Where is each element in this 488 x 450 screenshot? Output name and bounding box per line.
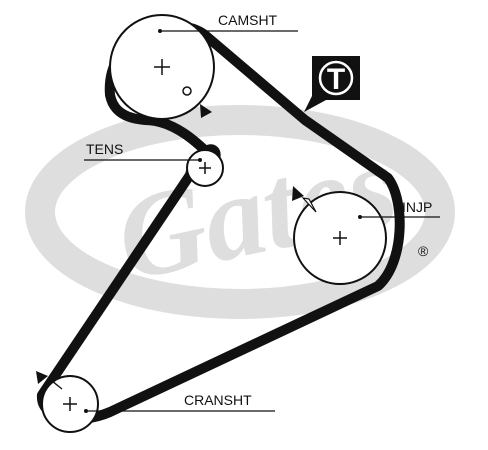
injection-pump-label: INJP	[402, 199, 432, 215]
tensioner-badge: T	[304, 56, 360, 112]
center-cross-icon	[333, 231, 347, 245]
tensioner-label: TENS	[86, 141, 123, 157]
badge-ring	[318, 60, 354, 96]
tensioner-pulley	[186, 149, 224, 187]
center-cross-icon	[63, 397, 77, 411]
camshaft-label: CAMSHT	[218, 12, 278, 28]
crankshaft-pulley	[36, 371, 99, 433]
timing-mark-icon	[182, 86, 192, 96]
watermark-registered: ®	[418, 243, 429, 259]
center-cross-icon	[154, 59, 170, 75]
injection-pump-pulley	[292, 186, 387, 285]
rotation-arrow-icon	[200, 104, 212, 118]
timing-mark-icon	[47, 377, 63, 390]
watermark-ellipse	[25, 105, 455, 319]
badge-letter: T	[327, 63, 345, 96]
crankshaft-label: CRANSHT	[184, 392, 252, 408]
timing-mark-icon	[301, 197, 317, 213]
center-cross-icon	[199, 162, 211, 174]
camshaft-pulley	[109, 14, 215, 120]
rotation-arrow-icon	[292, 186, 304, 201]
leader-lines	[84, 29, 440, 413]
rotation-arrow-icon	[36, 371, 48, 384]
